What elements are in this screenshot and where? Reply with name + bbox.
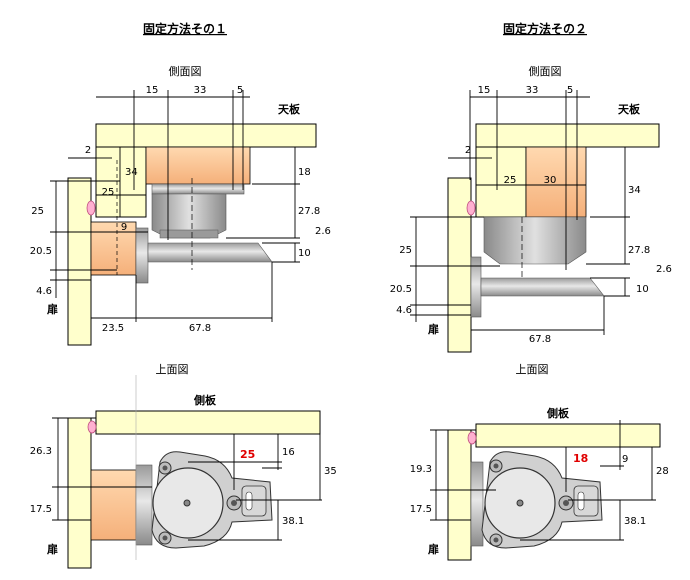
dim-9: 9	[622, 454, 628, 465]
dim-33: 33	[194, 85, 207, 96]
dim-28: 28	[656, 466, 669, 477]
dim-25-width: 25	[102, 187, 115, 198]
view-label-side-left: 側面図	[169, 65, 202, 78]
right-side-view: 天板 扉	[390, 85, 672, 353]
dim-35: 35	[324, 466, 337, 477]
dim-20-5: 20.5	[390, 284, 412, 295]
left-top-view: 側板 扉	[30, 375, 337, 569]
door	[67, 177, 92, 346]
mount-plate	[151, 183, 245, 195]
side-board-label: 側板	[546, 406, 570, 420]
dim-34: 34	[125, 167, 138, 178]
dim-23-5: 23.5	[102, 323, 124, 334]
door-block	[90, 221, 137, 276]
dim-18-red: 18	[573, 452, 588, 465]
dim-38-1: 38.1	[282, 516, 304, 527]
mount-block	[145, 146, 251, 185]
dim-5: 5	[567, 85, 573, 96]
dim-4-6: 4.6	[396, 305, 412, 316]
door-label: 扉	[47, 302, 58, 316]
dim-5: 5	[237, 85, 243, 96]
adjust-slot	[573, 485, 599, 517]
dim-26-3: 26.3	[30, 446, 52, 457]
dim-67-8: 67.8	[529, 334, 551, 345]
side-board	[475, 146, 527, 218]
bumper	[467, 431, 477, 445]
dim-27-8: 27.8	[298, 206, 320, 217]
top-board-label: 天板	[618, 102, 641, 116]
top-board	[95, 123, 317, 148]
door-label: 扉	[428, 542, 439, 556]
dim-25-red: 25	[240, 448, 255, 461]
dim-17-5: 17.5	[30, 504, 52, 515]
hinge-flange	[135, 464, 153, 546]
bumper	[86, 200, 96, 216]
door-label: 扉	[428, 322, 439, 336]
dim-15: 15	[478, 85, 491, 96]
title-right: 固定方法その２	[503, 21, 587, 36]
view-label-top-right: 上面図	[516, 363, 549, 376]
dim-33: 33	[526, 85, 539, 96]
dim-38-1: 38.1	[624, 516, 646, 527]
side-board	[95, 146, 147, 218]
door	[67, 417, 92, 569]
dim-18: 18	[298, 167, 311, 178]
dim-4-6: 4.6	[36, 286, 52, 297]
dim-2: 2	[465, 145, 471, 156]
door-label: 扉	[47, 542, 58, 556]
view-label-side-right: 側面図	[529, 65, 562, 78]
hinge-arm	[147, 242, 273, 263]
hinge-flange	[135, 227, 149, 284]
left-side-view: 天板 扉	[30, 85, 331, 346]
dim-16: 16	[282, 447, 295, 458]
dim-25: 25	[31, 206, 44, 217]
dim-2: 2	[85, 145, 91, 156]
dim-25: 25	[399, 245, 412, 256]
side-board-label: 側板	[193, 393, 217, 407]
hinge-flange	[470, 461, 484, 547]
dim-10: 10	[636, 284, 649, 295]
dim-67-8: 67.8	[189, 323, 211, 334]
hinge-cup	[483, 216, 587, 265]
right-top-view: 側板 扉 19.3 18 9	[410, 406, 669, 561]
dim-20-5: 20.5	[30, 246, 52, 257]
side-board	[95, 410, 321, 435]
title-left: 固定方法その１	[143, 21, 227, 36]
screw	[183, 499, 191, 507]
dim-34: 34	[628, 185, 641, 196]
top-board	[475, 123, 660, 148]
dim-2-6: 2.6	[656, 264, 672, 275]
hinge-cup-bottom	[159, 229, 219, 239]
dim-2-6: 2.6	[315, 226, 331, 237]
view-label-top-left: 上面図	[156, 363, 189, 376]
bumper	[466, 200, 476, 216]
dim-25-width: 25	[504, 175, 517, 186]
door	[447, 429, 472, 561]
screw	[516, 499, 524, 507]
dim-17-5: 17.5	[410, 504, 432, 515]
dim-30: 30	[544, 175, 557, 186]
bumper	[87, 420, 97, 434]
dim-15: 15	[146, 85, 159, 96]
side-board	[475, 423, 661, 448]
dim-10: 10	[298, 248, 311, 259]
adjust-slot	[241, 485, 267, 517]
hinge-arm	[480, 277, 605, 297]
dim-27-8: 27.8	[628, 245, 650, 256]
dim-19-3: 19.3	[410, 464, 432, 475]
dim-9: 9	[121, 222, 127, 233]
mount-block	[525, 146, 587, 218]
top-board-label: 天板	[278, 102, 301, 116]
door-block	[90, 469, 137, 541]
